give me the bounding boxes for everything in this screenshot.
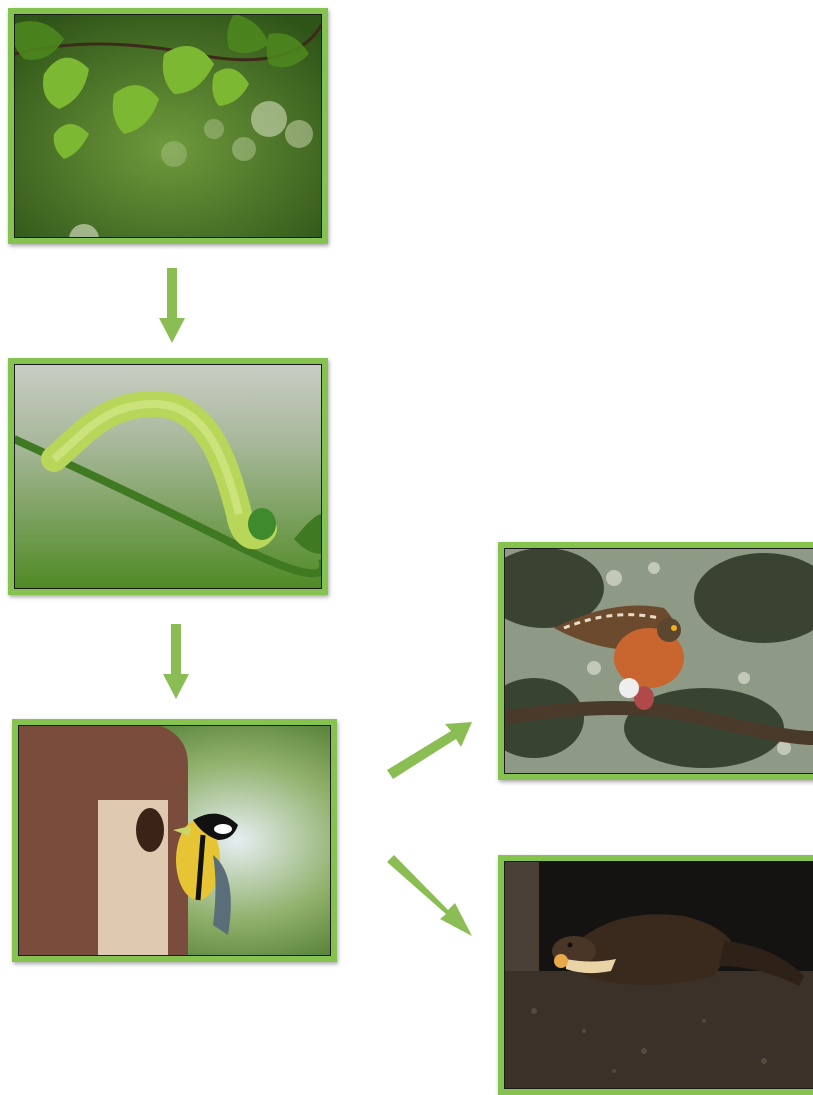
great-tit-image [18,725,331,956]
sparrowhawk-image [504,548,813,774]
caterpillar-image [14,364,322,589]
great-tit-photo [12,719,337,962]
pine-marten-image [504,861,813,1089]
arrow-great-tit-to-sparrowhawk [387,722,472,779]
oak-leaves-image [14,14,322,238]
pine-marten-photo [498,855,813,1095]
oak-leaves-photo [8,8,328,244]
caterpillar-photo [8,358,328,595]
arrow-great-tit-to-pine-marten [387,855,472,936]
sparrowhawk-photo [498,542,813,780]
arrow-oak-to-caterpillar [159,268,185,343]
arrow-caterpillar-to-great-tit [163,624,189,699]
